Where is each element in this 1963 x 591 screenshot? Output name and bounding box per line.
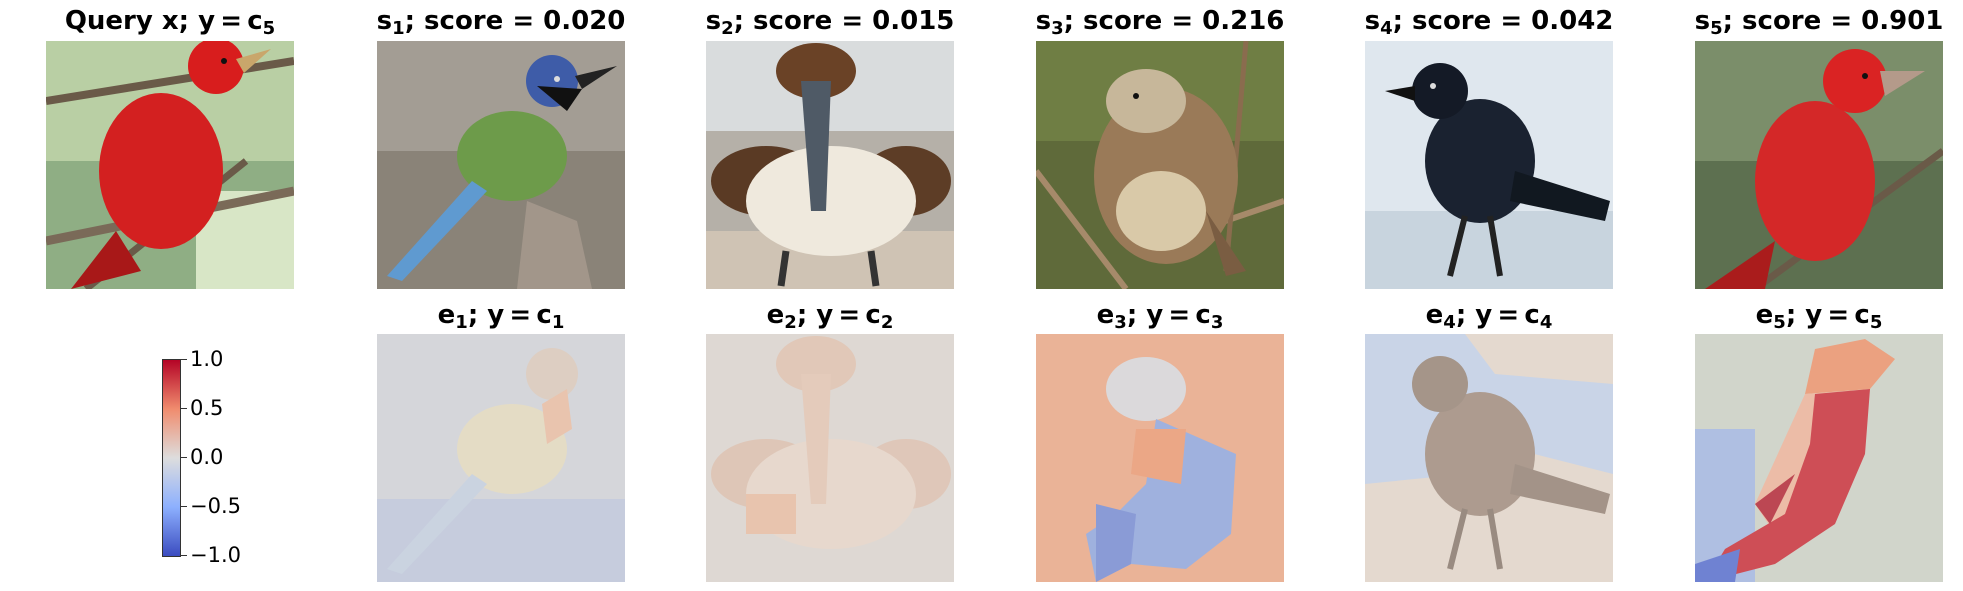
query-title: Query x; y = c5 <box>64 6 276 39</box>
colorbar-tick <box>181 555 187 556</box>
explanation-title-5: e5; y = c5 <box>1755 300 1883 333</box>
colorbar-tick-label: −0.5 <box>190 494 241 518</box>
explanation-heatmap-3 <box>1036 334 1284 582</box>
similar-title-1: s1; score = 0.020 <box>376 6 626 39</box>
similar-image-2 <box>706 41 954 289</box>
explanation-heatmap-5 <box>1695 334 1943 582</box>
colorbar-tick <box>181 506 187 507</box>
explanation-heatmap-2 <box>706 334 954 582</box>
explanation-title-3: e3; y = c3 <box>1096 300 1224 333</box>
colorbar: 1.0 0.5 0.0 −0.5 −1.0 <box>162 348 282 566</box>
colorbar-gradient <box>162 359 181 557</box>
colorbar-tick <box>181 408 187 409</box>
similar-title-3: s3; score = 0.216 <box>1035 6 1285 39</box>
query-image <box>46 41 294 289</box>
similar-title-4: s4; score = 0.042 <box>1364 6 1614 39</box>
explanation-heatmap-4 <box>1365 334 1613 582</box>
colorbar-tick-label: 0.5 <box>190 396 224 420</box>
colorbar-tick <box>181 359 187 360</box>
explanation-title-4: e4; y = c4 <box>1425 300 1553 333</box>
explanation-title-2: e2; y = c2 <box>766 300 894 333</box>
colorbar-tick-label: −1.0 <box>190 543 241 567</box>
similar-image-4 <box>1365 41 1613 289</box>
colorbar-tick <box>181 457 187 458</box>
similar-title-2: s2; score = 0.015 <box>705 6 955 39</box>
colorbar-tick-label: 0.0 <box>190 445 224 469</box>
explanation-heatmap-1 <box>377 334 625 582</box>
similar-image-1 <box>377 41 625 289</box>
similar-image-3 <box>1036 41 1284 289</box>
colorbar-tick-label: 1.0 <box>190 347 224 371</box>
explanation-title-1: e1; y = c1 <box>437 300 565 333</box>
similar-title-5: s5; score = 0.901 <box>1694 6 1944 39</box>
similar-image-5 <box>1695 41 1943 289</box>
